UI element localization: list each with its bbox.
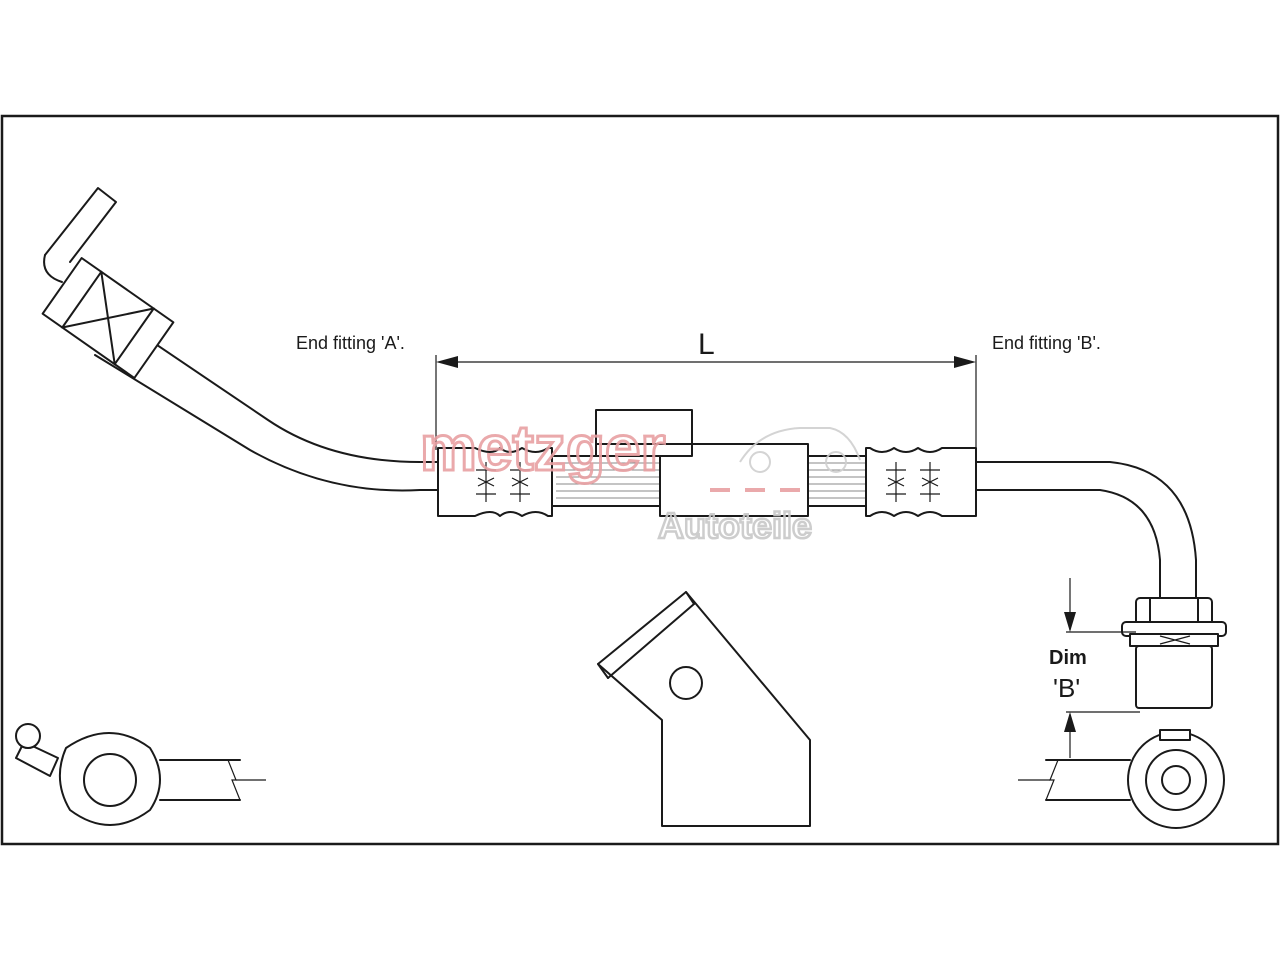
drawing-frame [0, 114, 1280, 846]
bracket-detail [597, 591, 811, 827]
length-label: L [698, 328, 715, 361]
end-fitting-b [865, 447, 977, 517]
watermark-sub: Autoteile [658, 505, 812, 546]
watermark-logo: metzger Autoteile [419, 411, 861, 547]
watermark-brand: metzger [420, 412, 665, 484]
end-view-b [1018, 729, 1225, 829]
dim-b-dimension [1064, 578, 1140, 758]
dim-label: Dim [1049, 647, 1087, 669]
dim-b-label: 'B' [1053, 673, 1080, 703]
end-view-a [15, 723, 266, 826]
end-fitting-a-label: End fitting 'A'. [296, 333, 405, 353]
pipe-a [41, 187, 441, 492]
length-dimension [435, 355, 977, 450]
watermark-car-icon [739, 427, 861, 473]
pipe-b [975, 461, 1227, 709]
end-fitting-b-label: End fitting 'B'. [992, 333, 1101, 353]
end-fitting-a [437, 447, 553, 517]
